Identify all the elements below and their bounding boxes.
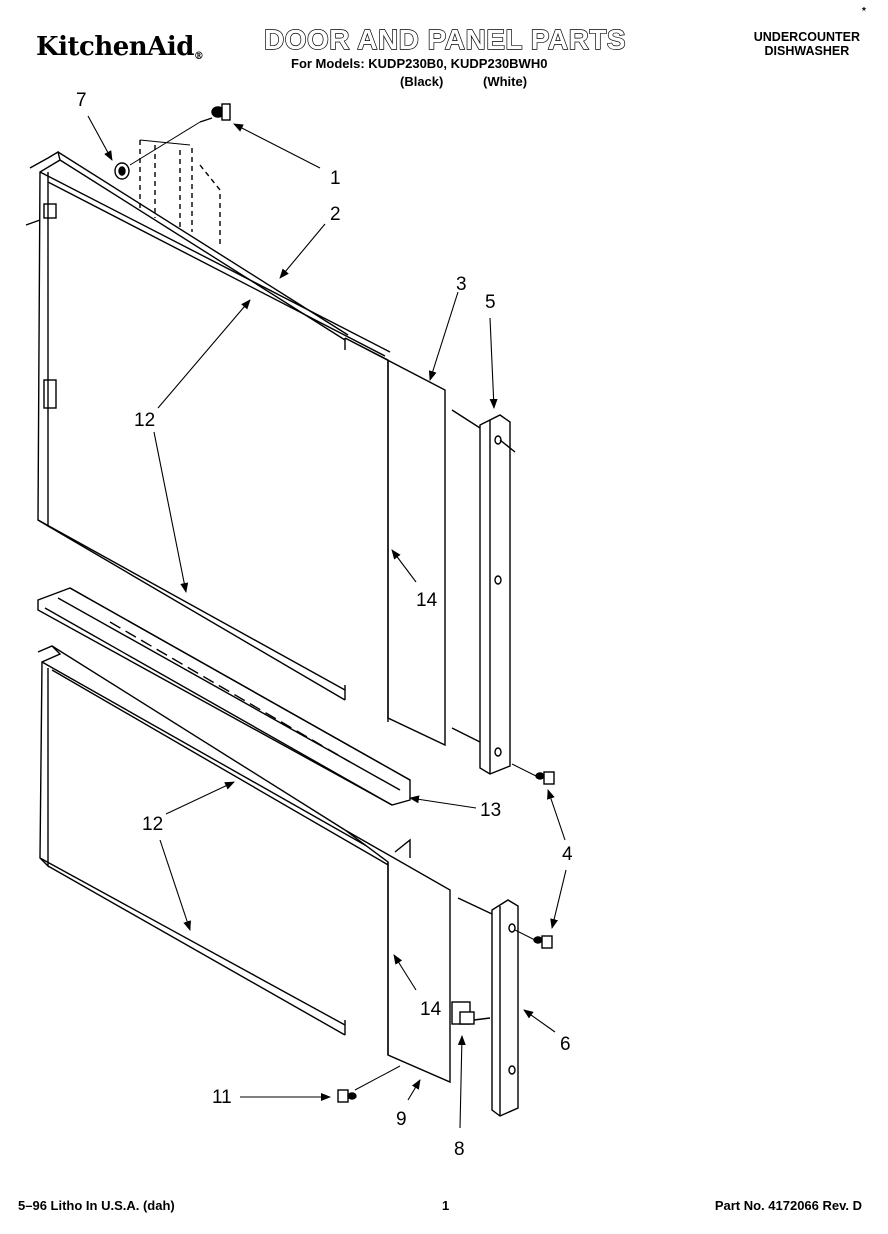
callout-6: 6 [560,1034,571,1055]
print-info: 5–96 Litho In U.S.A. (dah) [18,1198,175,1213]
callout-3: 3 [456,274,467,295]
callout-9: 9 [396,1109,407,1130]
product-type: UNDERCOUNTER DISHWASHER [754,30,860,58]
page-title: DOOR AND PANEL PARTS [263,23,627,55]
upper-mounting-strip [139,140,221,245]
corner-mark: * [862,6,866,17]
part-number: Part No. 4172066 Rev. D [714,1198,862,1213]
callout-labels: 1 2 3 5 7 12 14 13 4 12 14 6 11 9 8 [76,90,573,1160]
callout-5: 5 [485,292,496,313]
model-variants: (Black) (White) [400,74,563,89]
divider-trim [37,587,411,806]
screw-top [199,103,231,123]
callout-13: 13 [480,800,501,821]
callout-2: 2 [330,204,341,225]
lower-panel [344,829,451,1084]
upper-side-trim [451,409,516,775]
callout-7: 7 [76,90,87,111]
bracket [451,1001,491,1025]
brand-name: KitchenAid [36,32,194,62]
variant-white: (White) [482,74,528,89]
screw-upper-trim [511,763,555,785]
screw-lower-trim [514,929,553,949]
variant-black: (Black) [400,74,444,89]
callout-1: 1 [330,168,341,189]
brand-logo: KitchenAid® [36,32,204,62]
lower-door-frame [37,645,396,1036]
leader-lines [87,115,567,1129]
callout-12-lower: 12 [142,814,163,835]
product-line-2: DISHWASHER [764,44,850,58]
registered-mark: ® [193,51,204,62]
page-number: 1 [442,1198,450,1213]
callout-14-upper: 14 [416,590,438,611]
screw-lower-panel [337,1065,401,1103]
callout-12-upper: 12 [134,410,155,431]
upper-door-frame [25,150,391,701]
product-line-1: UNDERCOUNTER [753,30,860,44]
callout-4: 4 [562,844,573,865]
nut-part-7 [114,121,201,180]
lower-side-trim [457,897,519,1117]
callout-8: 8 [454,1139,465,1160]
upper-panel [344,337,446,747]
callout-14-lower: 14 [420,999,442,1020]
callout-11: 11 [212,1087,232,1108]
models-line: For Models: KUDP230B0, KUDP230BWH0 [291,56,548,71]
